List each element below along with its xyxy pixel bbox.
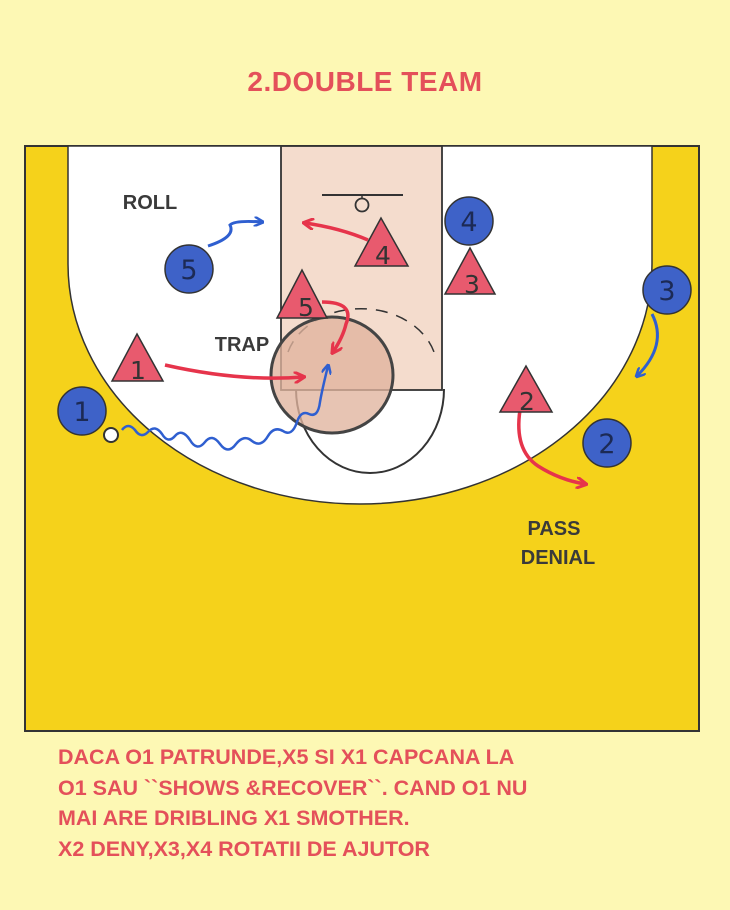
caption-line-4: X2 DENY,X3,X4 ROTATII DE AJUTOR: [58, 836, 430, 861]
defense-player-4: 4: [353, 216, 410, 270]
offense-player-5: 5: [164, 244, 214, 294]
svg-text:1: 1: [73, 397, 90, 428]
defense-2-deny-arrow: [517, 409, 585, 484]
svg-text:5: 5: [180, 255, 197, 286]
caption-line-2: O1 SAU ``SHOWS &RECOVER``. CAND O1 NU: [58, 775, 528, 800]
pass-label: PASS: [528, 518, 581, 540]
ball: [103, 427, 119, 443]
offense-1-dribble-path: [121, 366, 328, 451]
svg-text:4: 4: [375, 241, 391, 270]
defense-player-1: 1: [110, 332, 165, 385]
svg-text:5: 5: [298, 293, 314, 322]
caption-line-3: MAI ARE DRIBLING X1 SMOTHER.: [58, 806, 410, 830]
svg-text:3: 3: [464, 270, 480, 299]
diagram-title: 2.DOUBLE TEAM: [247, 66, 483, 97]
trap-label: TRAP: [215, 334, 269, 356]
offense-3-cut-arrow: [637, 313, 659, 376]
svg-text:2: 2: [519, 387, 535, 416]
defense-player-3: 3: [443, 246, 497, 299]
caption-line-1: DACA O1 PATRUNDE,X5 SI X1 CAPCANA LA: [58, 745, 515, 769]
offense-player-3: 3: [642, 265, 692, 315]
roll-label: ROLL: [123, 192, 177, 214]
svg-text:4: 4: [460, 207, 477, 238]
defense-4-rotation-arrow: [305, 223, 369, 242]
offense-player-1: 1: [57, 386, 107, 436]
defense-1-trap-arrow: [164, 363, 303, 378]
svg-text:3: 3: [658, 276, 675, 307]
denial-label: DENIAL: [521, 547, 595, 569]
defense-5-trap-arrow: [321, 300, 350, 352]
hoop: [354, 197, 370, 213]
offense-player-4: 4: [444, 196, 494, 246]
svg-text:2: 2: [598, 429, 615, 460]
play-description: DACA O1 PATRUNDE,X5 SI X1 CAPCANA LA O1 …: [58, 742, 708, 864]
defense-player-2: 2: [498, 364, 554, 416]
trap-zone-circle: [269, 315, 395, 435]
svg-text:1: 1: [130, 356, 146, 385]
defense-player-5: 5: [275, 268, 329, 322]
offense-player-2: 2: [582, 418, 632, 468]
offense-5-roll-arrow: [207, 221, 262, 248]
